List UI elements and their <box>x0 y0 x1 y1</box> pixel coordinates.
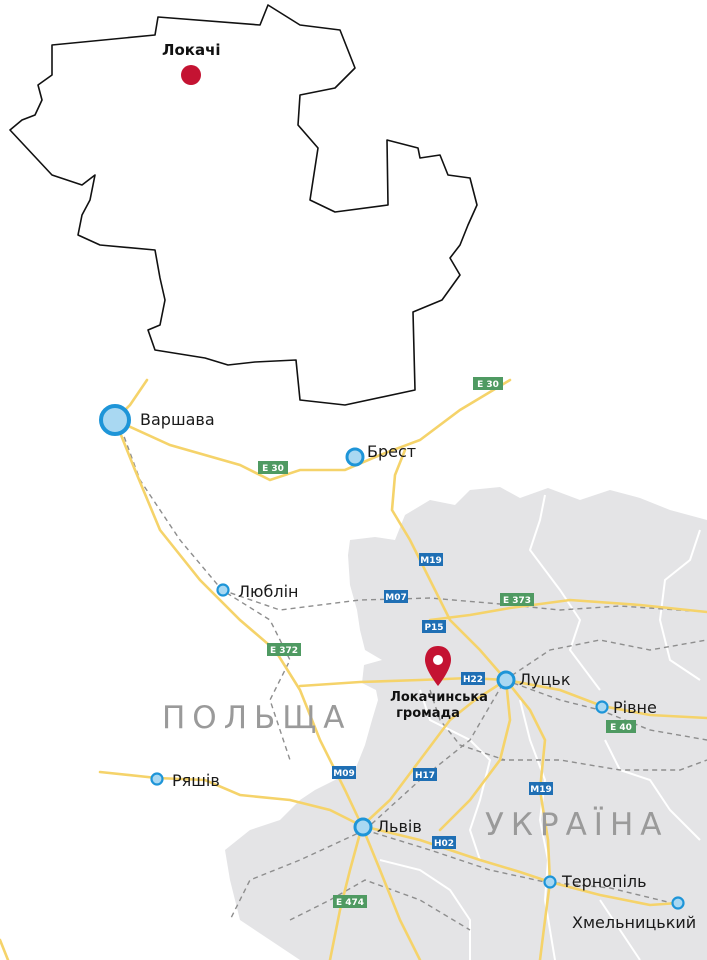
svg-text:Варшава: Варшава <box>140 410 215 429</box>
oblast-boundaries <box>379 494 701 960</box>
road-badge-m19-a: M19 <box>419 553 443 566</box>
road-badge-p15: P15 <box>422 620 446 633</box>
svg-text:M07: M07 <box>385 593 406 603</box>
city-brest: Брест <box>345 442 416 467</box>
svg-text:Рівне: Рівне <box>613 698 657 717</box>
lokachi-marker <box>181 65 201 85</box>
country-label-poland: ПОЛЬЩА <box>162 700 351 736</box>
city-rzeszow: Ряшів <box>150 771 220 790</box>
road-badge-h17: H17 <box>413 768 437 781</box>
city-rivne: Рівне <box>595 698 657 717</box>
svg-text:H22: H22 <box>463 675 483 685</box>
svg-text:H17: H17 <box>415 771 435 781</box>
svg-text:P15: P15 <box>424 623 443 633</box>
hromada-outline-inset <box>9 4 478 406</box>
svg-text:Брест: Брест <box>367 442 416 461</box>
road-badge-e474: E 474 <box>333 895 367 908</box>
city-ternopil: Тернопіль <box>543 872 647 891</box>
road-badge-e373: E 373 <box>500 593 534 606</box>
svg-text:E 474: E 474 <box>336 898 364 908</box>
road-badge-m19-b: M19 <box>529 782 553 795</box>
roads <box>0 378 707 960</box>
hromada-pin-icon <box>425 646 451 686</box>
hromada-label-line2: громада <box>396 706 460 721</box>
road-badge-h22: H22 <box>461 672 485 685</box>
road-badge-e30-b: E 30 <box>258 461 288 474</box>
hromada-label-line1: Локачинська <box>390 690 488 705</box>
lokachi-label: Локачі <box>162 41 221 59</box>
city-lublin: Люблін <box>216 582 299 601</box>
svg-text:E 30: E 30 <box>477 380 499 390</box>
svg-text:E 373: E 373 <box>503 596 531 606</box>
country-label-ukraine: УКРАЇНА <box>485 807 668 843</box>
svg-text:Тернопіль: Тернопіль <box>561 872 647 891</box>
road-badge-e30-a: E 30 <box>473 377 503 390</box>
svg-text:M09: M09 <box>333 769 354 779</box>
svg-text:Хмельницький: Хмельницький <box>572 913 696 932</box>
road-badge-e40: E 40 <box>606 720 636 733</box>
city-khmelnytskyi: Хмельницький <box>572 896 696 932</box>
svg-text:M19: M19 <box>530 785 551 795</box>
svg-text:H02: H02 <box>434 839 454 849</box>
city-lutsk: Луцьк <box>496 670 571 690</box>
road-badge-m07: M07 <box>384 590 408 603</box>
road-badge-h02: H02 <box>432 836 456 849</box>
svg-text:E 40: E 40 <box>610 723 632 733</box>
road-badge-m09: M09 <box>332 766 356 779</box>
svg-text:Люблін: Люблін <box>238 582 299 601</box>
svg-text:Львів: Львів <box>377 817 422 836</box>
svg-text:M19: M19 <box>420 556 441 566</box>
ukraine-territory <box>225 487 707 960</box>
svg-text:E 372: E 372 <box>270 646 298 656</box>
city-lviv: Львів <box>353 817 422 837</box>
road-badge-e372: E 372 <box>267 643 301 656</box>
svg-text:Ряшів: Ряшів <box>172 771 220 790</box>
city-warsaw: Варшава <box>99 404 215 436</box>
svg-text:E 30: E 30 <box>262 464 284 474</box>
svg-text:Луцьк: Луцьк <box>519 670 571 689</box>
